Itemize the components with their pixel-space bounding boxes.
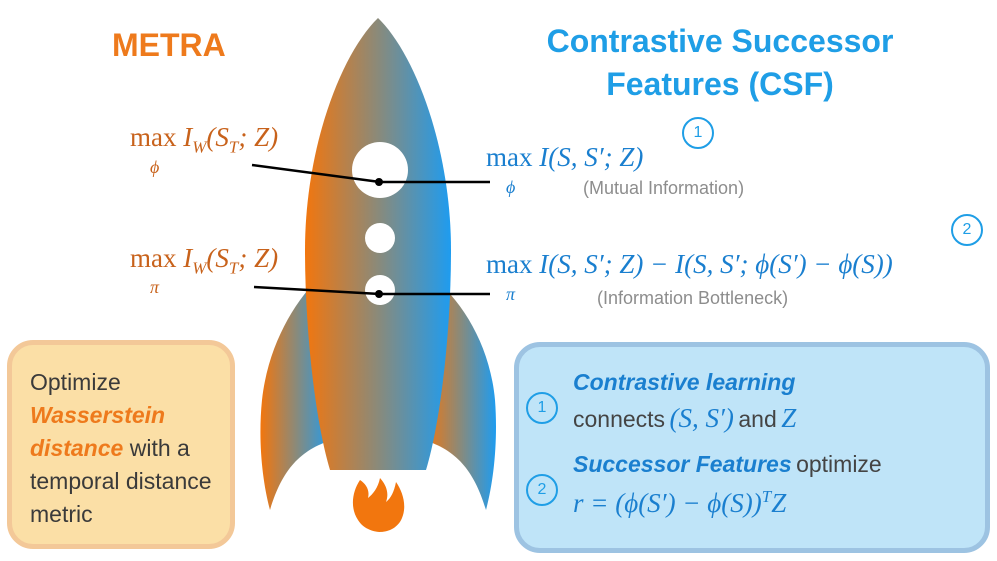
box-badge-2: 2 bbox=[526, 474, 558, 506]
connector-dot-left-top bbox=[375, 178, 383, 186]
metra-phi-subscript: ϕ bbox=[150, 157, 160, 177]
rocket-window-small bbox=[365, 275, 395, 305]
successor-features-heading: Successor Features optimize bbox=[573, 451, 882, 477]
csf-objective-mutual-information: max I(S, S′; Z) bbox=[486, 142, 644, 172]
csf-pi-subscript: π bbox=[506, 284, 516, 304]
mutual-information-note: (Mutual Information) bbox=[583, 178, 745, 198]
connector-left-top bbox=[251, 163, 381, 184]
information-bottleneck-note: (Information Bottleneck) bbox=[597, 288, 789, 308]
metra-objective-pi: max IW(ST; Z) bbox=[130, 243, 279, 278]
badge-1: 1 bbox=[682, 117, 714, 149]
max-operator: max bbox=[130, 122, 177, 152]
metra-summary-box bbox=[7, 340, 235, 549]
connector-left-bottom bbox=[253, 285, 381, 296]
contrastive-learning-description: connects (S, S′) and Z bbox=[573, 403, 797, 433]
box-badge-1: 1 bbox=[526, 392, 558, 424]
csf-phi-subscript: ϕ bbox=[506, 177, 516, 197]
csf-summary-box bbox=[514, 342, 990, 553]
metra-summary-text: Optimize Wasserstein distance with a tem… bbox=[30, 369, 212, 527]
contrastive-learning-heading: Contrastive learning bbox=[573, 369, 796, 395]
rocket-flame bbox=[352, 478, 405, 532]
max-operator: max bbox=[486, 142, 533, 172]
max-operator: max bbox=[130, 243, 177, 273]
rocket-window-medium bbox=[365, 223, 395, 253]
metra-pi-subscript: π bbox=[150, 277, 160, 297]
max-operator: max bbox=[486, 249, 533, 279]
csf-title: Contrastive Successor Features (CSF) bbox=[546, 23, 894, 102]
badge-2: 2 bbox=[951, 214, 983, 246]
metra-objective-phi: max IW(ST; Z) bbox=[130, 122, 279, 157]
connector-dot-left-bottom bbox=[375, 290, 383, 298]
rocket-window-large bbox=[352, 142, 408, 198]
reward-equation: r = (ϕ(S′) − ϕ(S))TZ bbox=[573, 487, 787, 518]
csf-objective-information-bottleneck: max I(S, S′; Z) − I(S, S′; ϕ(S′) − ϕ(S)) bbox=[486, 249, 893, 279]
metra-title: METRA bbox=[112, 27, 226, 63]
